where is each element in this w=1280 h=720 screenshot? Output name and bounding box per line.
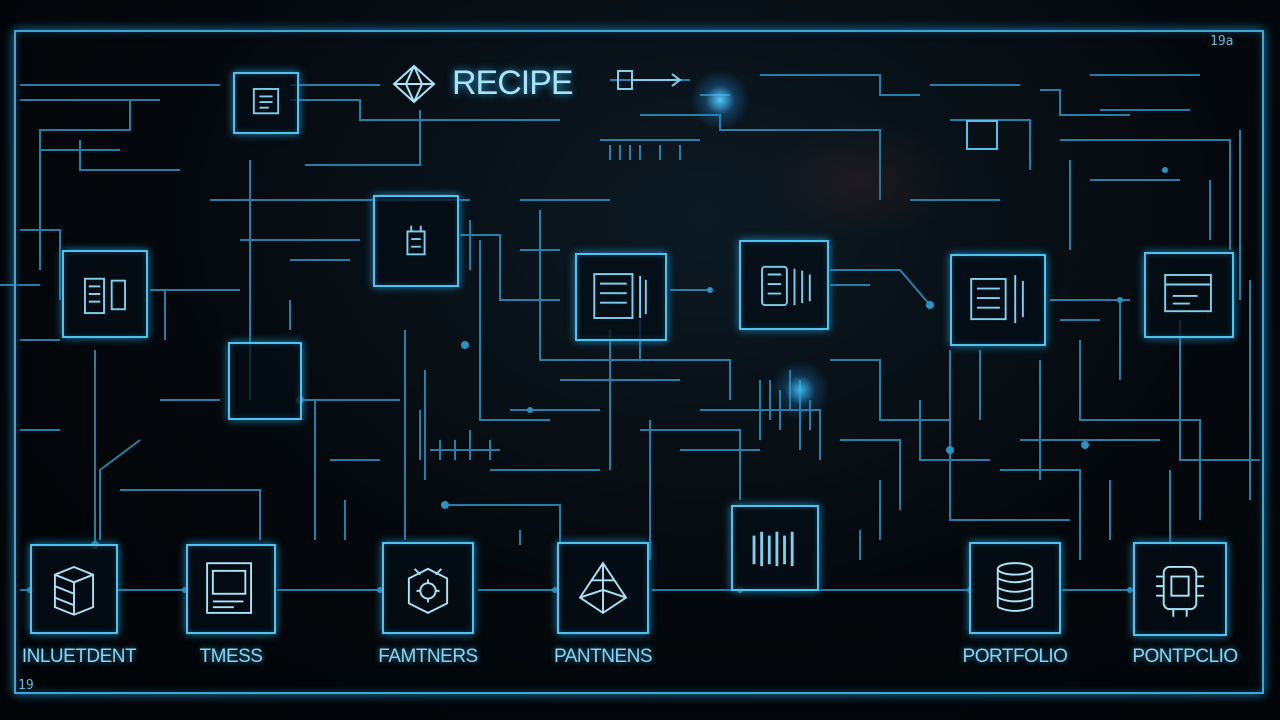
module-label: INLUETDENT	[21, 646, 137, 667]
logo-icon	[392, 64, 436, 104]
chip-icon	[233, 72, 299, 134]
pyramid-icon	[578, 561, 628, 615]
module-label: PORTFOLIO	[962, 646, 1068, 667]
module-pontpclio-button[interactable]	[1133, 542, 1227, 636]
server-icon	[739, 240, 829, 330]
module-portfolio-button[interactable]	[969, 542, 1061, 634]
circuit-chip-icon	[1156, 566, 1204, 617]
corner-code: 19	[18, 678, 34, 693]
module-famtners-button[interactable]	[382, 542, 474, 634]
mini-chip	[966, 120, 998, 150]
chip-icon	[373, 195, 459, 287]
module-label: FAMTNERS	[378, 646, 478, 667]
module-pantnens-button[interactable]	[557, 542, 649, 634]
module-label: PANTNENS	[553, 646, 653, 667]
stacked-coins-icon	[996, 562, 1034, 612]
server-icon	[575, 253, 667, 341]
server-icon	[950, 254, 1046, 346]
main-frame	[14, 30, 1264, 694]
window-icon	[1144, 252, 1234, 338]
module-inluetdent-button[interactable]	[30, 544, 118, 634]
gear-box-icon	[407, 567, 449, 614]
blank-chip	[228, 342, 302, 420]
module-label: TMESS	[199, 646, 263, 667]
arrow-right-icon	[616, 68, 686, 94]
page-title: RECIPE	[452, 64, 574, 102]
window-document-icon	[206, 562, 253, 614]
module-label: PONTPCLIO	[1132, 646, 1238, 667]
device-icon	[62, 250, 148, 338]
module-tmess-button[interactable]	[186, 544, 276, 634]
barcode-icon	[731, 505, 819, 591]
stacked-box-icon	[53, 566, 95, 616]
corner-code: 19a	[1210, 34, 1234, 49]
